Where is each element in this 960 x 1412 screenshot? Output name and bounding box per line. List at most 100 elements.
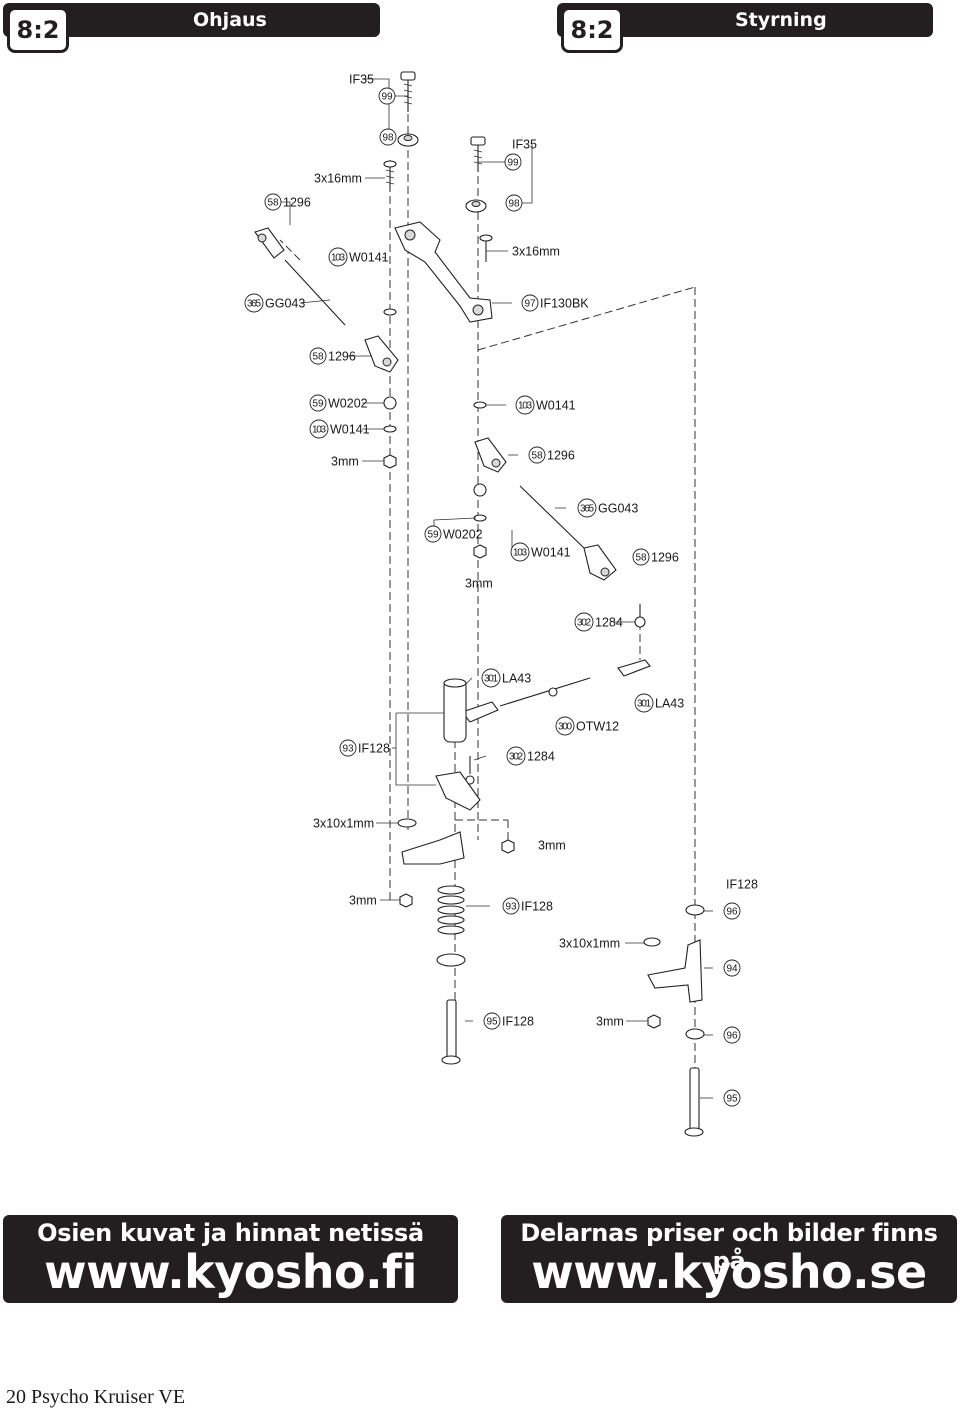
callout: 3mm [465,577,493,591]
part-code: IF128 [358,742,390,756]
callout: 3x10x1mm [313,817,374,831]
callout: 94 [723,959,741,977]
part-code: IF35 [512,138,537,152]
washer-3x10x1-right [643,937,661,947]
part-code: 1296 [651,551,679,565]
part-number: 59 [312,399,324,410]
callout: 96 [723,902,741,920]
part-code: 3mm [349,894,377,908]
part-code: 1284 [595,616,623,630]
ball-cup-98-left [397,133,419,147]
part-number-circle [328,247,348,267]
info-box-swedish: Delarnas priser och bilder finns på www.… [501,1215,957,1303]
part-number-circle [515,395,535,415]
part-code: 3x16mm [314,172,362,186]
part-number: 96 [726,907,738,918]
part-code: 3mm [538,839,566,853]
part-number-circle [309,419,329,439]
callout: 59 W0202 [424,525,483,543]
screw-3x16-left [383,160,397,190]
ball-stud-1284-top [634,604,646,628]
part-number-circle [723,1089,741,1107]
part-number-circle [424,525,442,543]
part-number: 103 [331,253,345,264]
callout: 97 IF130BK [521,294,589,312]
turnbuckle-rod-right [519,485,617,581]
part-code: IF128 [726,878,758,892]
part-number-circle [506,746,526,766]
part-code: 3mm [331,455,359,469]
part-number-circle [481,668,501,688]
assembly-guide-lines [279,90,696,1100]
callout: 3mm [596,1015,624,1029]
info-box-finnish: Osien kuvat ja hinnat netissä www.kyosho… [3,1215,458,1303]
turnbuckle-otw12 [499,677,591,707]
part-code: OTW12 [576,720,619,734]
website-link[interactable]: www.kyosho.se [531,1245,927,1299]
callout: 98 [505,194,523,212]
part-number-circle [379,128,397,146]
part-number: 59 [427,530,439,541]
part-code: 3x10x1mm [559,937,620,951]
website-link[interactable]: www.kyosho.fi [44,1245,417,1299]
ball-cup-96-upper [685,904,705,916]
callout: 300 OTW12 [555,716,619,736]
part-number: 99 [381,92,393,103]
part-number-circle [244,293,264,313]
part-code: IF35 [349,73,374,87]
part-code: IF128 [521,900,553,914]
part-number: 365 [580,504,594,515]
callout: 3x10x1mm [559,937,620,951]
part-number-circle [723,1026,741,1044]
part-number: 93 [505,902,517,913]
part-number: 94 [726,964,738,975]
callout: IF35 [349,73,374,87]
part-number: 95 [486,1017,498,1028]
part-code: W0202 [328,397,368,411]
part-number-circle [632,548,650,566]
screw-3x16-right [479,234,493,262]
part-code: 3x16mm [512,245,560,259]
part-code: GG043 [598,502,638,516]
rod-end-1296-right [474,437,507,473]
part-number-circle [505,194,523,212]
part-number: 302 [509,752,523,763]
part-code: 1296 [283,196,311,210]
callout: IF35 [512,138,537,152]
washer-w0141-left [383,425,397,433]
part-number: 300 [558,722,572,733]
steering-bellcrank-arm [394,221,493,323]
part-number: 97 [524,299,536,310]
manual-title: Psycho Kruiser VE [31,1386,186,1408]
ball-w0202-left [383,396,397,410]
info-text: Osien kuvat ja hinnat netissä [37,1219,424,1247]
callout: 99 [504,153,522,171]
part-code: IF130BK [540,297,589,311]
part-number-circle [528,446,546,464]
part-number: 365 [247,299,261,310]
part-number-circle [309,347,327,365]
part-code: LA43 [502,672,531,686]
part-number-circle [555,716,575,736]
screw-if35-top-right [470,136,486,172]
part-code: W0141 [330,423,370,437]
part-number-circle [339,739,357,757]
section-badge: 8:2 [561,7,623,53]
shaft-95-left [441,999,461,1065]
part-code: 1296 [328,350,356,364]
nut-3mm-lower-left [399,893,413,908]
part-code: W0202 [443,528,483,542]
part-number: 96 [726,1031,738,1042]
steering-arm-94 [647,939,703,1003]
